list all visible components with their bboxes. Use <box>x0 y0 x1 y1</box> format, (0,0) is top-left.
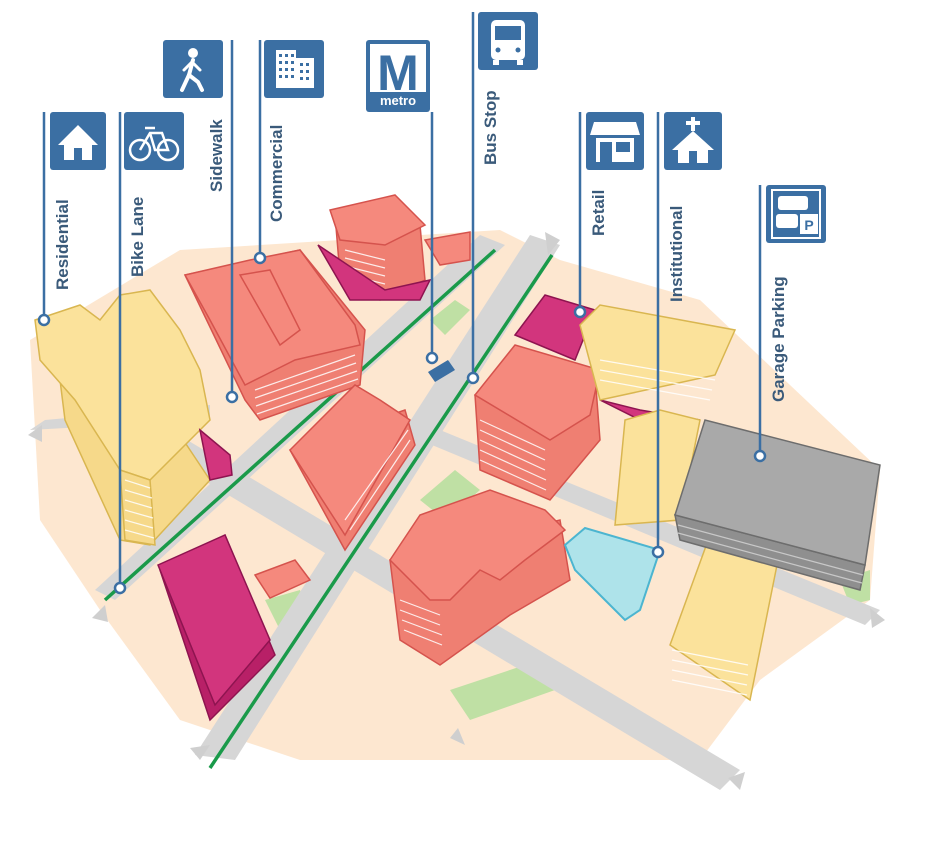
retail-label: Retail <box>589 190 608 236</box>
commercial-label: Commercial <box>267 125 286 222</box>
parking-garage-icon: P <box>766 185 826 243</box>
metro-logo-letter: M <box>377 45 419 101</box>
commercial-buildings-center <box>253 344 601 666</box>
bike-lane-label: Bike Lane <box>128 197 147 277</box>
metro-logo-word: metro <box>380 93 416 108</box>
leader-lines <box>37 12 767 595</box>
commercial-buildings-upper <box>183 194 471 421</box>
bus-icon <box>478 12 538 70</box>
bus-stop-shelter <box>428 360 455 382</box>
church-icon <box>664 112 722 170</box>
garage-parking-marker <box>753 449 767 463</box>
bike-lanes <box>103 248 554 769</box>
retail-marker <box>573 305 587 319</box>
parking-sign: P <box>804 217 813 233</box>
metro-logo-icon: M metro <box>366 40 430 112</box>
metro-marker <box>425 351 439 365</box>
bicycle-icon <box>124 112 184 170</box>
garage-parking-label: Garage Parking <box>769 276 788 402</box>
garage-building <box>674 419 881 591</box>
storefront-icon <box>586 112 644 170</box>
sidewalk-marker <box>225 390 239 404</box>
residential-label: Residential <box>53 199 72 290</box>
residential-buildings-left <box>34 289 233 546</box>
retail-buildings <box>157 294 701 722</box>
bus-stop-marker <box>466 371 480 385</box>
house-icon <box>50 112 106 170</box>
road-arrows <box>28 232 885 790</box>
bike-lane-marker <box>113 581 127 595</box>
bus-stop-label: Bus Stop <box>481 90 500 165</box>
pedestrian-icon <box>163 40 223 98</box>
institutional-label: Institutional <box>667 206 686 302</box>
institutional-marker <box>651 545 665 559</box>
office-building-icon <box>264 40 324 98</box>
sidewalk-label: Sidewalk <box>207 119 226 192</box>
residential-marker <box>37 313 51 327</box>
commercial-marker <box>253 251 267 265</box>
institutional-building <box>563 526 662 622</box>
